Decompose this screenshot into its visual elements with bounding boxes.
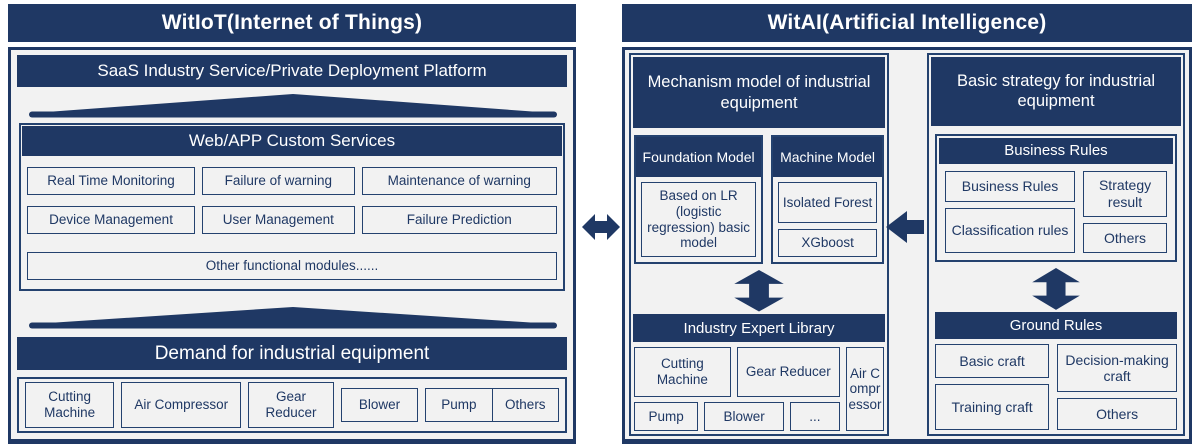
mechanism-header: Mechanism model of industrial equipment (633, 57, 885, 129)
foundation-model-header: Foundation Model (636, 137, 762, 178)
ground-rules-bar: Ground Rules (935, 312, 1177, 339)
gear-reducer-box: Gear Reducer (248, 382, 334, 428)
strategy-header: Basic strategy for industrial equipment (931, 57, 1181, 126)
horizontal-double-arrow-icon (582, 214, 620, 240)
others-box: Others (1083, 222, 1167, 253)
machine-model-box: Machine Model Isolated Forest XGboost (771, 135, 884, 264)
pump-others-box: Pump Others (425, 388, 559, 422)
witai-panel: WitAI(Artificial Intelligence) Mechanism… (622, 4, 1192, 444)
business-rules-col-2: Strategy result Others (1083, 170, 1167, 253)
strategy-result-box: Strategy result (1083, 170, 1167, 217)
industry-expert-library-bar: Industry Expert Library (633, 314, 885, 342)
other-modules-box: Other functional modules...... (27, 252, 557, 280)
basic-craft-box: Basic craft (935, 344, 1050, 378)
classification-rules-box: Classification rules (945, 207, 1076, 253)
business-rules-col-1: Business Rules Classification rules (945, 170, 1076, 253)
models-row: Foundation Model Based on LR (logistic r… (634, 135, 884, 264)
blower-box: Blower (340, 388, 419, 422)
library-row-2: Pump Blower ... (634, 402, 841, 431)
device-management-box: Device Management (27, 206, 196, 234)
business-rules-container: Business Rules Business Rules Classifica… (935, 133, 1177, 262)
strategy-column: Basic strategy for industrial equipment … (927, 53, 1185, 436)
witai-panel-body: Mechanism model of industrial equipment … (622, 47, 1192, 444)
business-rules-bar: Business Rules (939, 137, 1173, 164)
machine-model-header: Machine Model (773, 137, 882, 178)
pump-box: Pump (441, 397, 477, 413)
business-rules-grid: Business Rules Classification rules Stra… (937, 166, 1175, 260)
equipment-container: Cutting Machine Air Compressor Gear Redu… (17, 377, 567, 433)
demand-bar: Demand for industrial equipment (17, 337, 567, 370)
witai-panel-title: WitAI(Artificial Intelligence) (622, 4, 1192, 42)
air-compressor-box: Air Compressor (846, 347, 884, 431)
witiot-panel-title: WitIoT(Internet of Things) (8, 4, 576, 42)
custom-services-container: Web/APP Custom Services Real Time Monito… (19, 123, 565, 291)
services-row-1: Real Time Monitoring Failure of warning … (27, 167, 557, 195)
blower-box: Blower (704, 402, 784, 431)
mechanism-column: Mechanism model of industrial equipment … (629, 53, 889, 436)
vertical-double-arrow-icon (1032, 267, 1080, 310)
foundation-model-body: Based on LR (logistic regression) basic … (636, 177, 761, 262)
real-time-monitoring-box: Real Time Monitoring (27, 167, 196, 195)
library-items-grid: Cutting Machine Gear Reducer Pump Blower… (634, 347, 884, 431)
vertical-double-arrow-icon (734, 269, 784, 312)
training-craft-box: Training craft (935, 384, 1050, 430)
witiot-panel-body: SaaS Industry Service/Private Deployment… (8, 47, 576, 444)
maintenance-of-warning-box: Maintenance of warning (361, 167, 557, 195)
xgboost-box: XGboost (778, 228, 877, 257)
ground-rules-grid: Basic craft Training craft Decision-maki… (935, 344, 1177, 430)
failure-prediction-box: Failure Prediction (361, 206, 557, 234)
up-triangle-icon (29, 94, 557, 118)
saas-platform-bar: SaaS Industry Service/Private Deployment… (17, 55, 567, 87)
left-arrow-icon (886, 211, 924, 243)
webapp-services-bar: Web/APP Custom Services (22, 126, 562, 156)
failure-of-warning-box: Failure of warning (202, 167, 355, 195)
ground-rules-col-1: Basic craft Training craft (935, 344, 1050, 430)
others-box: Others (1057, 398, 1177, 430)
cutting-machine-box: Cutting Machine (25, 382, 115, 428)
others-box: Others (491, 389, 558, 421)
ground-rules-col-2: Decision-making craft Others (1057, 344, 1177, 430)
business-rules-box: Business Rules (945, 170, 1076, 202)
witiot-panel: WitIoT(Internet of Things) SaaS Industry… (8, 4, 576, 444)
decision-making-craft-box: Decision-making craft (1057, 344, 1177, 392)
isolated-forest-box: Isolated Forest (778, 182, 877, 223)
up-triangle-icon (29, 307, 557, 329)
gear-reducer-box: Gear Reducer (736, 347, 840, 397)
ellipsis-box: ... (789, 402, 841, 431)
user-management-box: User Management (202, 206, 355, 234)
air-compressor-box: Air Compressor (121, 382, 242, 428)
pump-box: Pump (634, 402, 699, 431)
machine-model-body: Isolated Forest XGboost (773, 177, 882, 262)
library-row-1: Cutting Machine Gear Reducer (634, 347, 840, 397)
foundation-model-box: Foundation Model Based on LR (logistic r… (634, 135, 764, 264)
library-items-left: Cutting Machine Gear Reducer Pump Blower… (634, 347, 841, 431)
lr-model-box: Based on LR (logistic regression) basic … (641, 182, 757, 257)
services-row-2: Device Management User Management Failur… (27, 206, 557, 234)
cutting-machine-box: Cutting Machine (634, 347, 731, 397)
